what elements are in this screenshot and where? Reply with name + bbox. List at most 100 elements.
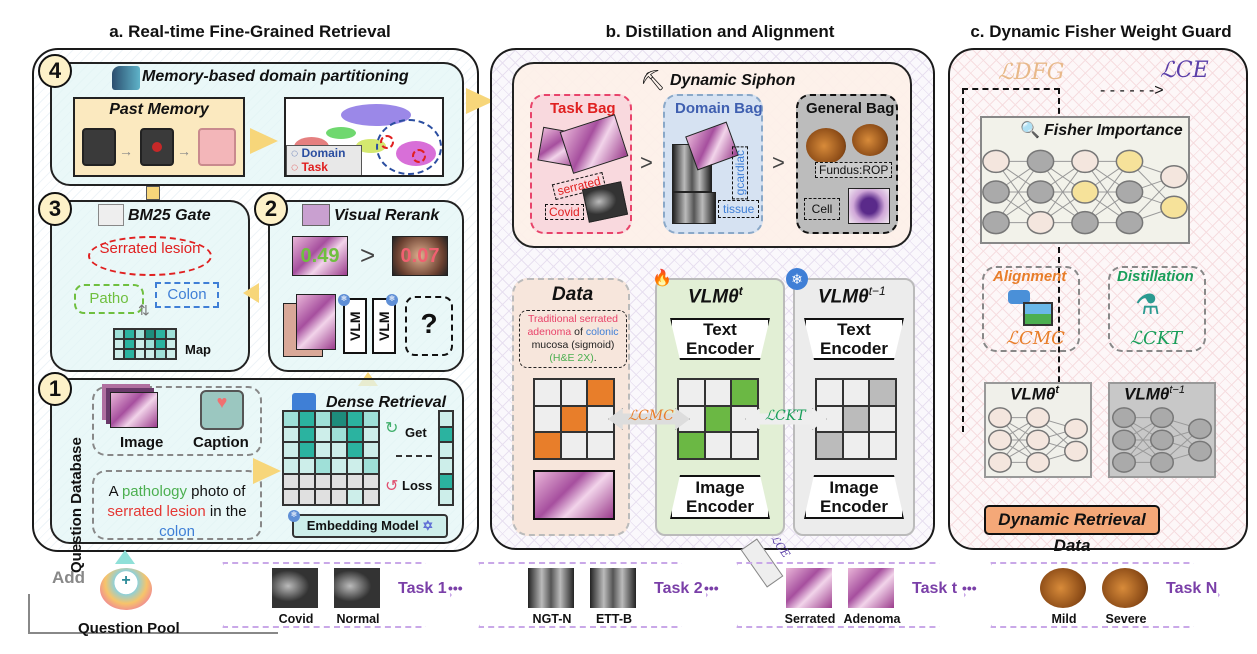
- add-label: Add: [52, 568, 86, 587]
- task-image: [334, 568, 380, 608]
- alignment-title: Alignment: [993, 268, 1067, 285]
- ellipsis-dots: •••: [704, 580, 719, 596]
- legend-task: ◌ Task: [291, 160, 328, 174]
- matrix-cell: [331, 411, 347, 427]
- neuron: [1071, 210, 1099, 235]
- data-caption: Traditional serrated adenoma of colonic …: [519, 310, 627, 368]
- vlm-prev-title: VLMθt−1: [818, 284, 886, 308]
- vlm-current-title: VLMθt: [688, 284, 743, 308]
- dfg-feedback-line: [962, 88, 1060, 432]
- matrix-cell: [347, 489, 363, 505]
- task-image-label: Serrated: [784, 612, 836, 626]
- image-stack-icon: [110, 392, 158, 428]
- task-image: [848, 568, 894, 608]
- neuron: [1112, 451, 1136, 473]
- matrix-cell: [283, 426, 299, 443]
- text-run: photo of: [187, 483, 246, 500]
- ellipsis-dots: •••: [962, 580, 977, 596]
- edge: [995, 161, 1041, 223]
- loss-label: Loss: [402, 478, 433, 493]
- neuron: [1026, 210, 1055, 235]
- cluster-green: [326, 127, 356, 139]
- matrix-cell: [363, 426, 379, 443]
- general-bag-cell-image: [848, 188, 890, 224]
- text-run: of: [571, 326, 586, 338]
- neuron: [982, 210, 1010, 235]
- general-bag-title: General Bag: [806, 100, 895, 117]
- map-label: Map: [185, 342, 211, 357]
- snowflake-icon: ❄: [386, 294, 398, 306]
- neuron: [1064, 418, 1088, 440]
- neuron: [1160, 164, 1188, 189]
- fisher-title: Fisher Importance: [1044, 122, 1183, 139]
- neuron: [1026, 407, 1050, 429]
- yellow-arrow-icon: [253, 458, 281, 484]
- text-run: A: [108, 483, 122, 500]
- step-number-3: 3: [38, 192, 72, 226]
- matrix-cell: [363, 411, 379, 427]
- text-encoder-prev: Text Encoder: [804, 318, 904, 360]
- text-run: Traditional serrated adenoma: [527, 313, 619, 338]
- alignment-loss: ℒCMC: [1006, 328, 1065, 349]
- embedding-vector: [438, 410, 454, 506]
- domain-ellipse: [376, 119, 442, 175]
- arrow-right-icon: →: [177, 143, 191, 159]
- text-run: colon: [159, 523, 195, 540]
- task-image-label: Covid: [278, 612, 314, 626]
- task-image-label: NGT-N: [532, 612, 572, 626]
- general-bag-fundus: [806, 128, 846, 164]
- neuron: [1188, 440, 1212, 462]
- neuron: [1115, 149, 1144, 174]
- domain-cluster-plot: ◌ Domain ◌ Task: [284, 97, 444, 177]
- chat-bubble-icon: [1008, 290, 1030, 304]
- text-run: .: [593, 352, 597, 364]
- dynamic-retrieval-data: Dynamic Retrieval Data: [984, 505, 1160, 555]
- matrix-cell: [315, 442, 331, 458]
- vlm-current-network: [988, 407, 1088, 473]
- ce-loss-label-c: ℒCE: [1160, 58, 1209, 83]
- neuron: [982, 180, 1010, 204]
- neuron: [1064, 440, 1088, 462]
- matrix-cell: [299, 442, 315, 458]
- task-image-label: Severe: [1105, 612, 1147, 626]
- rerank-image-low: 0.07: [392, 236, 448, 276]
- query-text-box: A pathology photo of serrated lesion in …: [92, 470, 262, 540]
- model-logo-icon: ✡: [422, 518, 434, 533]
- matrix-cell: [283, 489, 299, 505]
- step4-title: Memory-based domain partitioning: [142, 68, 409, 85]
- matrix-cell: [347, 426, 363, 443]
- text-run: colonic: [585, 326, 619, 338]
- matrix-cell: [315, 426, 331, 443]
- vlm-block-2: VLM: [372, 298, 396, 354]
- prev-similarity-matrix: [815, 378, 897, 460]
- distillation-loss: ℒCKT: [1130, 328, 1183, 349]
- keyword-patho: Patho: [74, 284, 144, 314]
- patho-cell-icon: [198, 128, 236, 166]
- domain-bag-title: Domain Bag: [675, 100, 763, 117]
- image-encoder-current: Image Encoder: [670, 475, 770, 519]
- text-run: mucosa (sigmoid): [531, 339, 615, 351]
- vlm-prev-network: [1112, 407, 1212, 473]
- keyword-colon: Colon: [155, 282, 219, 308]
- data-image: [533, 470, 615, 520]
- matrix-cell: [299, 458, 315, 474]
- question-pool-icon[interactable]: +: [100, 568, 152, 610]
- panel-b-title: b. Distillation and Alignment: [605, 22, 835, 41]
- general-bag-fundus: [852, 124, 888, 156]
- neuron: [1150, 429, 1174, 451]
- text-run: (H&E 2X): [549, 352, 594, 364]
- rerank-magnifier-icon: [302, 204, 330, 226]
- question-pool-label[interactable]: Question Pool: [78, 620, 180, 637]
- step-number-4: 4: [38, 54, 72, 88]
- magnifier-icon: 🔍: [1020, 122, 1040, 139]
- bm25-doc-icon: [98, 204, 124, 226]
- tag-covid: Covid: [545, 204, 584, 220]
- ckt-loss-label: ℒCKT: [765, 408, 806, 424]
- dfg-loss-label: ℒDFG: [998, 60, 1065, 85]
- step3-title: BM25 Gate: [128, 207, 211, 224]
- task-circle: [412, 149, 426, 163]
- caption-clipboard-icon: ♥: [200, 390, 244, 430]
- yellow-arrow-icon: [250, 128, 278, 154]
- matrix-cell: [331, 489, 347, 505]
- xray-lung-icon: [82, 128, 116, 166]
